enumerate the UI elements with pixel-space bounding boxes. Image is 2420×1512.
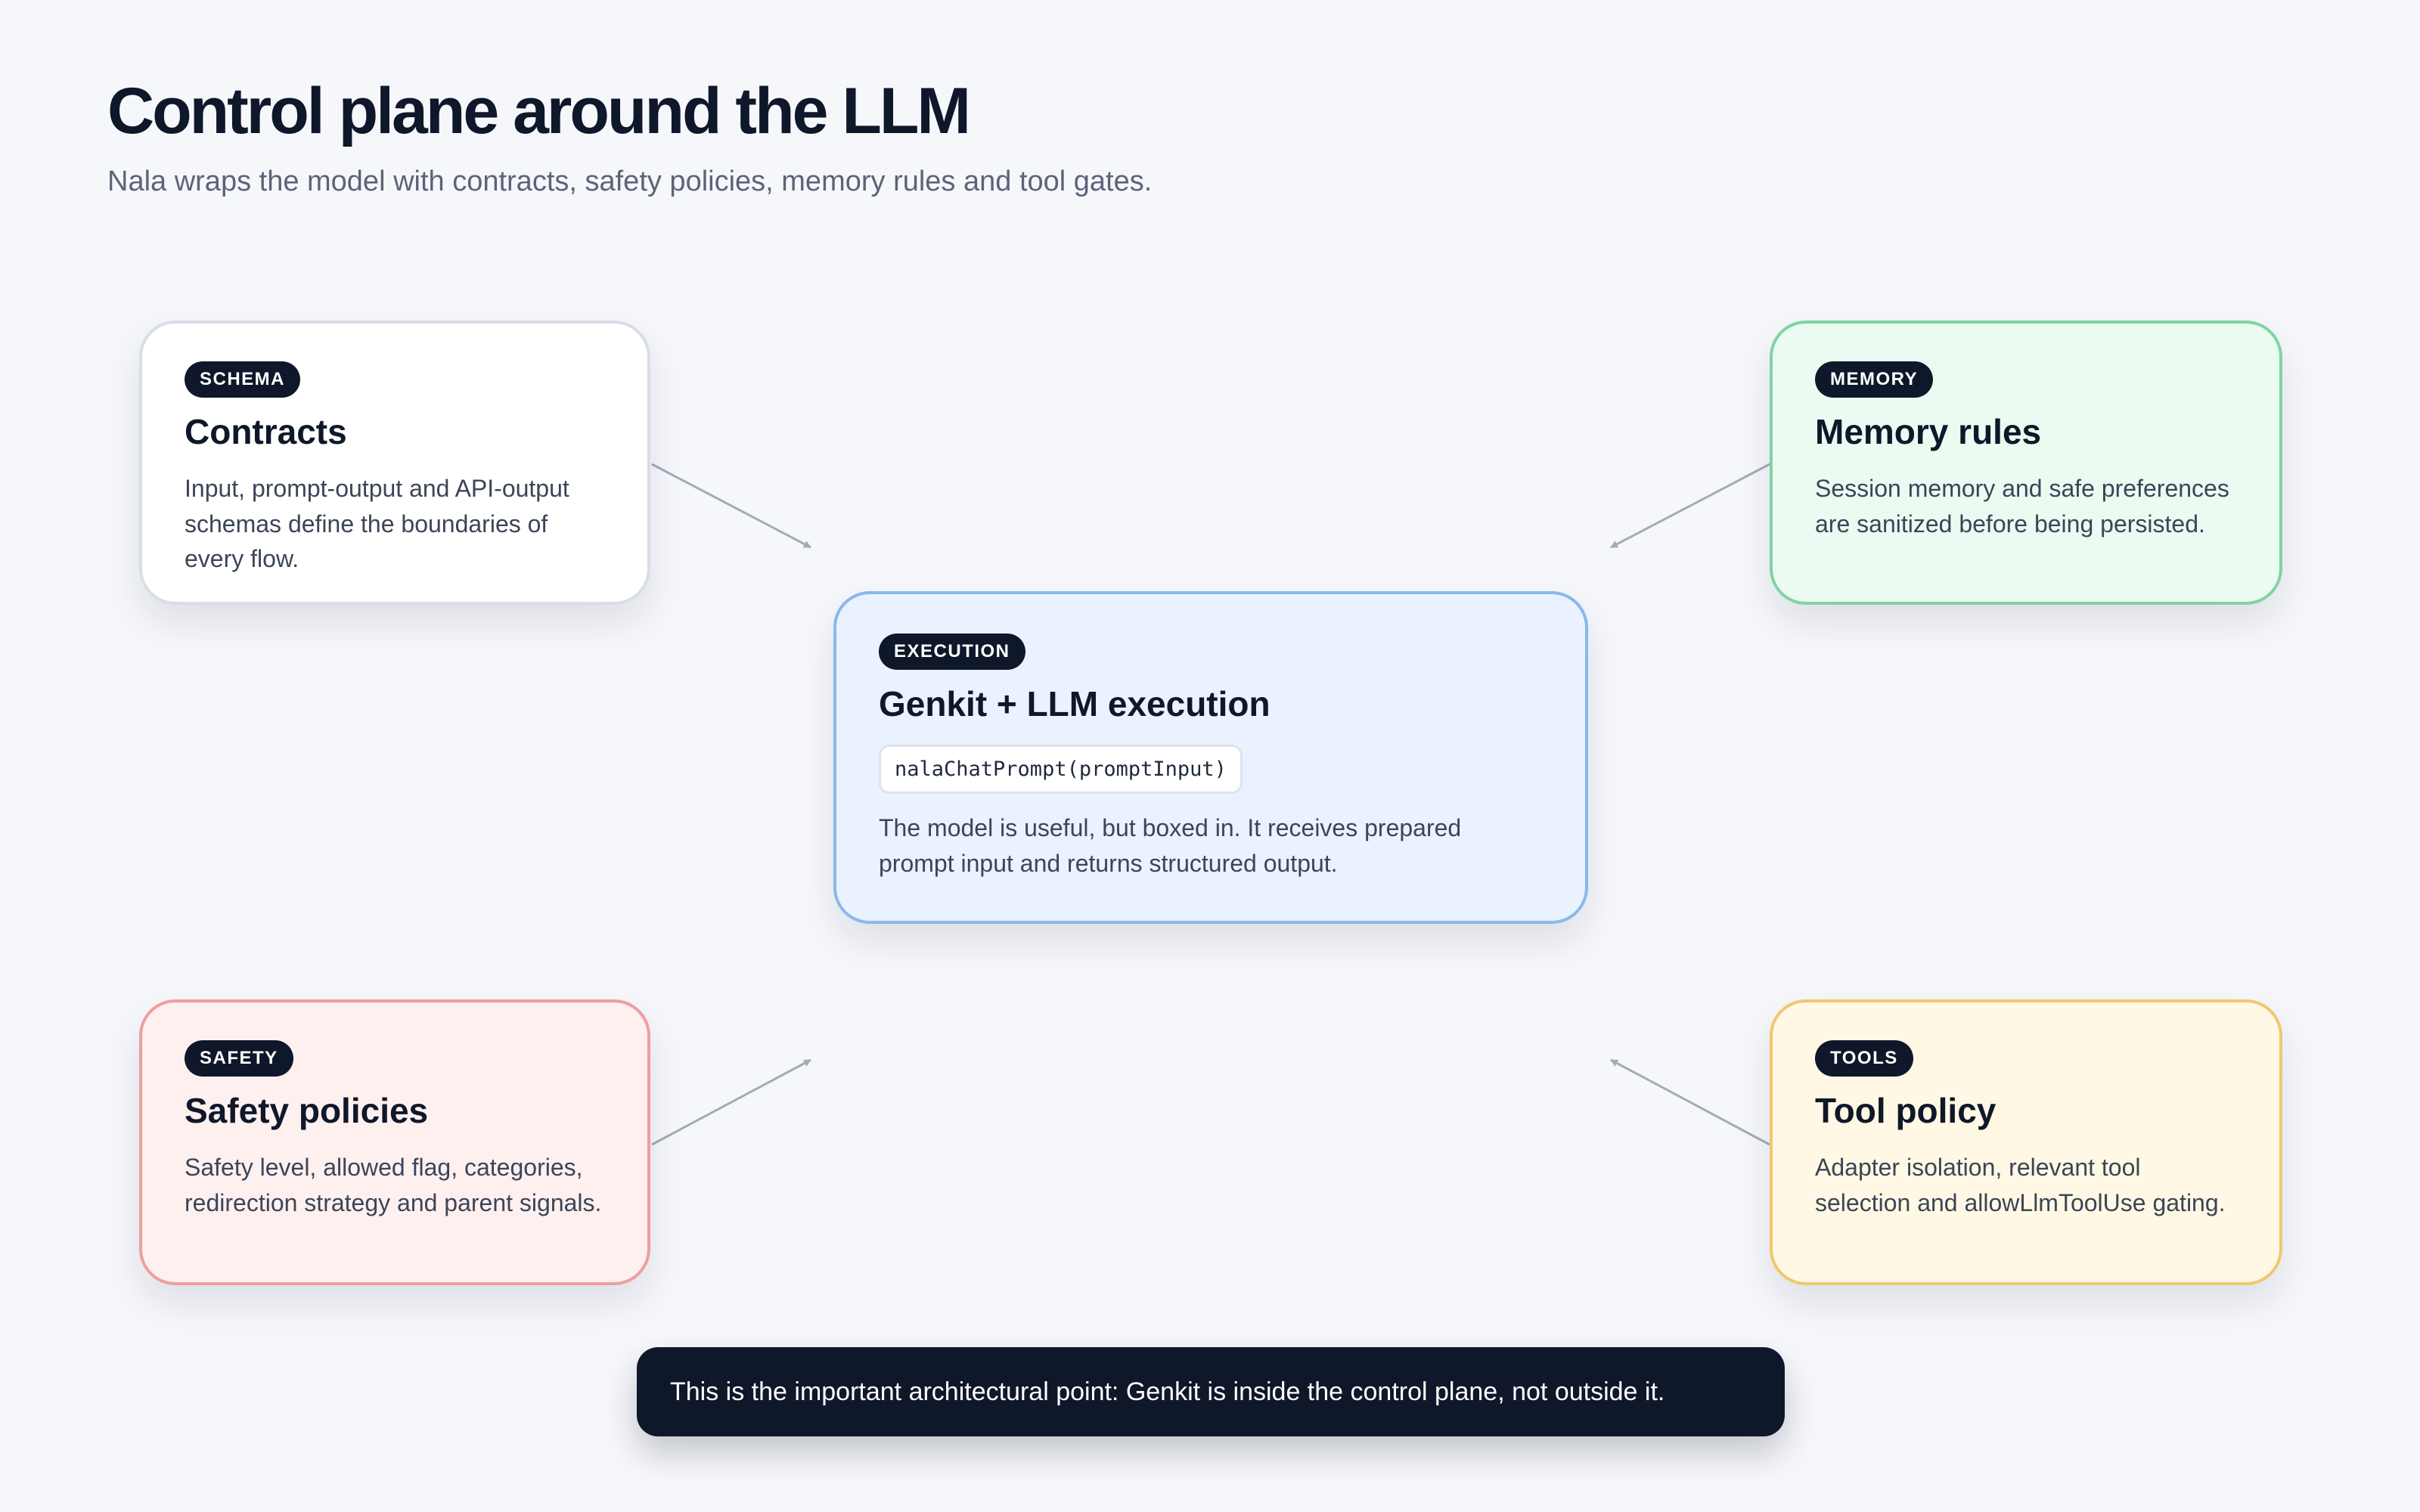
safety-title: Safety policies xyxy=(185,1090,429,1130)
tools-description: Adapter isolation, relevant tool selecti… xyxy=(1815,1153,2226,1216)
safety-policies-card: SAFETY Safety policies Safety level, all… xyxy=(139,999,650,1285)
execution-title: Genkit + LLM execution xyxy=(879,683,1270,723)
contracts-description: Input, prompt-output and API-output sche… xyxy=(185,474,569,573)
execution-badge: EXECUTION xyxy=(879,634,1025,670)
contracts-card: SCHEMA Contracts Input, prompt-output an… xyxy=(139,321,650,605)
execution-description: The model is useful, but boxed in. It re… xyxy=(879,813,1462,877)
safety-description: Safety level, allowed flag, categories, … xyxy=(185,1153,602,1216)
arrow-tools-to-execution xyxy=(1610,1058,1770,1146)
architecture-note-banner: This is the important architectural poin… xyxy=(637,1347,1785,1436)
tools-title: Tool policy xyxy=(1815,1090,1996,1130)
tool-policy-card: TOOLS Tool policy Adapter isolation, rel… xyxy=(1770,999,2282,1285)
contracts-title: Contracts xyxy=(185,411,347,451)
execution-code-snippet: nalaChatPrompt(promptInput) xyxy=(879,744,1243,794)
arrow-memory-to-execution xyxy=(1610,463,1770,549)
memory-description: Session memory and safe preferences are … xyxy=(1815,474,2229,538)
memory-title: Memory rules xyxy=(1815,411,2042,451)
execution-card: EXECUTION Genkit + LLM execution nalaCha… xyxy=(833,591,1588,924)
memory-rules-card: MEMORY Memory rules Session memory and s… xyxy=(1770,321,2282,605)
safety-badge: SAFETY xyxy=(185,1040,293,1077)
arrow-contracts-to-execution xyxy=(651,463,811,549)
tools-badge: TOOLS xyxy=(1815,1040,1913,1077)
arrow-safety-to-execution xyxy=(651,1058,811,1146)
page-title: Control plane around the LLM xyxy=(107,75,971,147)
memory-badge: MEMORY xyxy=(1815,361,1934,398)
contracts-badge: SCHEMA xyxy=(185,361,301,398)
page-subtitle: Nala wraps the model with contracts, saf… xyxy=(107,166,1153,197)
